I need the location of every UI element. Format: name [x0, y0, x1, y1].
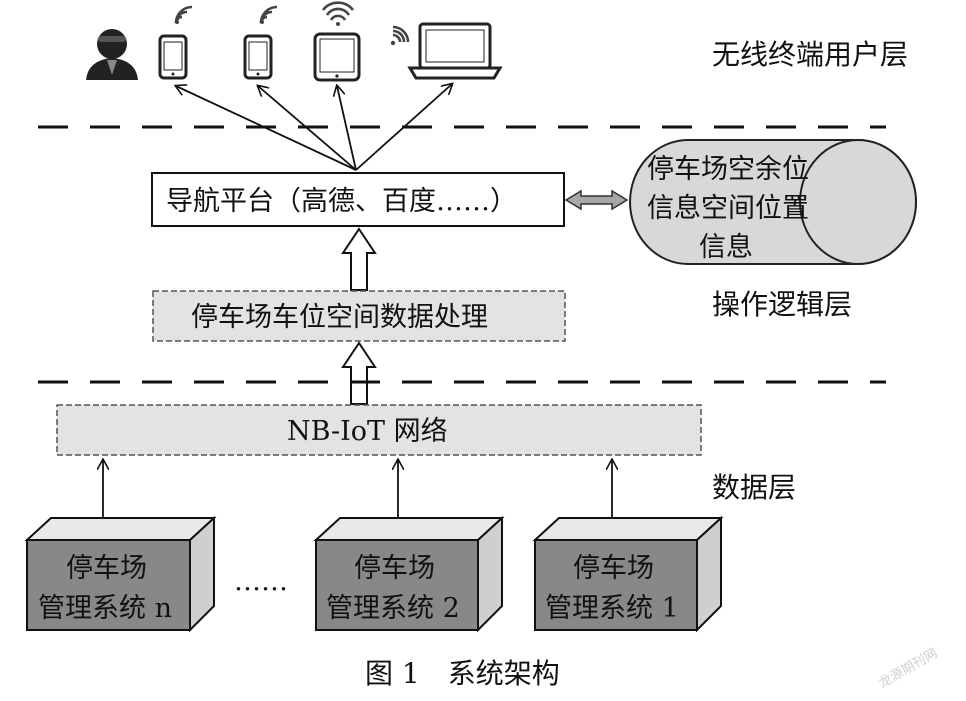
tablet-wifi-icon [313, 1, 361, 82]
storage-label-line3: 信息 [699, 232, 753, 263]
system-2-label-line1: 停车场 [354, 553, 435, 584]
spatial-processing-label: 停车场车位空间数据处理 [191, 302, 488, 333]
nb-iot-network-box [56, 404, 702, 456]
systems-ellipsis: …… [234, 566, 288, 597]
management-system-box-2 [313, 515, 505, 633]
hollow-up-arrow [341, 227, 377, 291]
figure-caption: 图 1 系统架构 [365, 657, 560, 690]
nav-platform-box [151, 172, 565, 227]
storage-label-line2: 信息空间位置 [647, 193, 809, 224]
storage-cylinder [629, 139, 917, 265]
smartphone-wifi-icon [243, 5, 278, 80]
system-1-label-line2: 管理系统 1 [545, 593, 679, 624]
system-n-label-line1: 停车场 [66, 553, 147, 584]
nb-iot-network-label: NB-IoT 网络 [287, 416, 448, 447]
layer-label-user: 无线终端用户层 [712, 38, 908, 71]
management-system-box-1 [532, 515, 724, 633]
user-icon [86, 29, 138, 80]
laptop-wifi-icon [390, 22, 503, 80]
system-1-label-line1: 停车场 [573, 553, 654, 584]
system-n-label-line2: 管理系统 n [38, 593, 172, 624]
smartphone-wifi-icon [158, 5, 193, 80]
storage-label-line1: 停车场空余位 [647, 154, 809, 185]
management-system-box-n [24, 515, 217, 633]
nav-platform-label: 导航平台（高德、百度……） [166, 186, 517, 217]
hollow-up-arrow [341, 341, 377, 405]
watermark: 龙源期刊网 [877, 646, 941, 691]
system-arrows [103, 460, 612, 517]
spatial-processing-box [152, 290, 566, 342]
bidirectional-arrow [564, 189, 629, 211]
layer-label-logic: 操作逻辑层 [712, 288, 852, 321]
system-2-label-line2: 管理系统 2 [326, 593, 460, 624]
layer-label-data: 数据层 [712, 471, 796, 504]
